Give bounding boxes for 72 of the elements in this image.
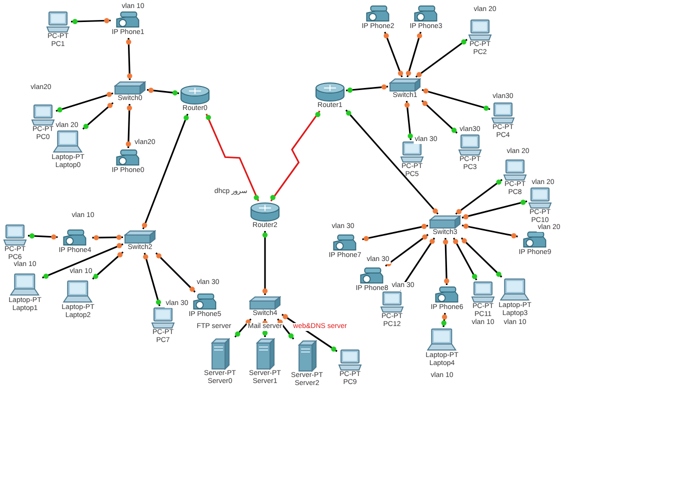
cable-link	[92, 234, 124, 240]
device-node	[291, 340, 323, 388]
device-node	[389, 78, 421, 100]
serial-link	[206, 114, 260, 202]
device-node	[112, 11, 144, 37]
device-node	[380, 291, 404, 329]
cable-link	[442, 238, 450, 286]
device-node	[426, 328, 458, 368]
cable-link	[126, 38, 132, 80]
device-node	[518, 231, 552, 257]
cable-link	[421, 100, 458, 134]
device-node	[3, 224, 27, 262]
device-node	[52, 130, 84, 170]
device-node	[458, 134, 482, 172]
device-node	[362, 5, 394, 31]
device-node	[8, 273, 42, 313]
device-node	[429, 215, 461, 237]
cable-link	[92, 251, 124, 280]
device-node	[180, 85, 210, 113]
cable-link	[455, 179, 502, 215]
cable-link	[262, 231, 268, 295]
cable-link	[441, 312, 448, 328]
device-node	[468, 19, 492, 57]
device-node	[58, 229, 92, 255]
device-node	[62, 280, 94, 320]
cable-link	[406, 32, 422, 78]
device-node	[31, 104, 55, 142]
device-node	[410, 5, 442, 31]
device-node	[46, 11, 70, 49]
serial-link	[270, 110, 320, 202]
device-node	[204, 338, 236, 386]
cable-link	[42, 243, 124, 279]
cable-link	[56, 92, 114, 112]
cable-link	[126, 104, 132, 148]
cable-link	[28, 233, 58, 240]
cable-link	[460, 237, 502, 278]
device-node	[356, 267, 388, 293]
cable-link	[404, 100, 413, 140]
device-node	[315, 82, 345, 110]
device-node	[328, 234, 362, 260]
cable-link	[452, 238, 478, 280]
device-node	[491, 102, 515, 140]
device-node	[430, 286, 464, 312]
device-node	[400, 141, 424, 179]
device-node	[498, 278, 532, 318]
device-node	[503, 159, 527, 197]
device-node	[151, 307, 175, 345]
device-node	[250, 202, 280, 230]
cable-link	[82, 102, 114, 130]
cable-link	[345, 110, 439, 215]
device-node	[338, 349, 362, 387]
cable-link	[155, 252, 196, 293]
cable-link	[234, 318, 252, 338]
device-node	[249, 338, 281, 386]
device-node	[112, 149, 144, 175]
cable-link	[362, 224, 428, 242]
cable-link	[346, 84, 388, 93]
cable-link	[415, 38, 468, 78]
cable-link	[70, 18, 111, 24]
cable-link	[146, 88, 180, 96]
device-node	[471, 281, 495, 319]
device-node	[249, 296, 281, 318]
device-node	[124, 230, 156, 252]
cable-link	[462, 224, 518, 238]
device-node	[188, 293, 222, 319]
cable-link	[422, 88, 490, 111]
cable-link	[143, 252, 162, 306]
device-node	[114, 81, 146, 103]
device-node	[528, 187, 552, 225]
cable-link	[384, 32, 404, 78]
cable-link	[142, 114, 189, 230]
cable-link	[462, 200, 528, 220]
